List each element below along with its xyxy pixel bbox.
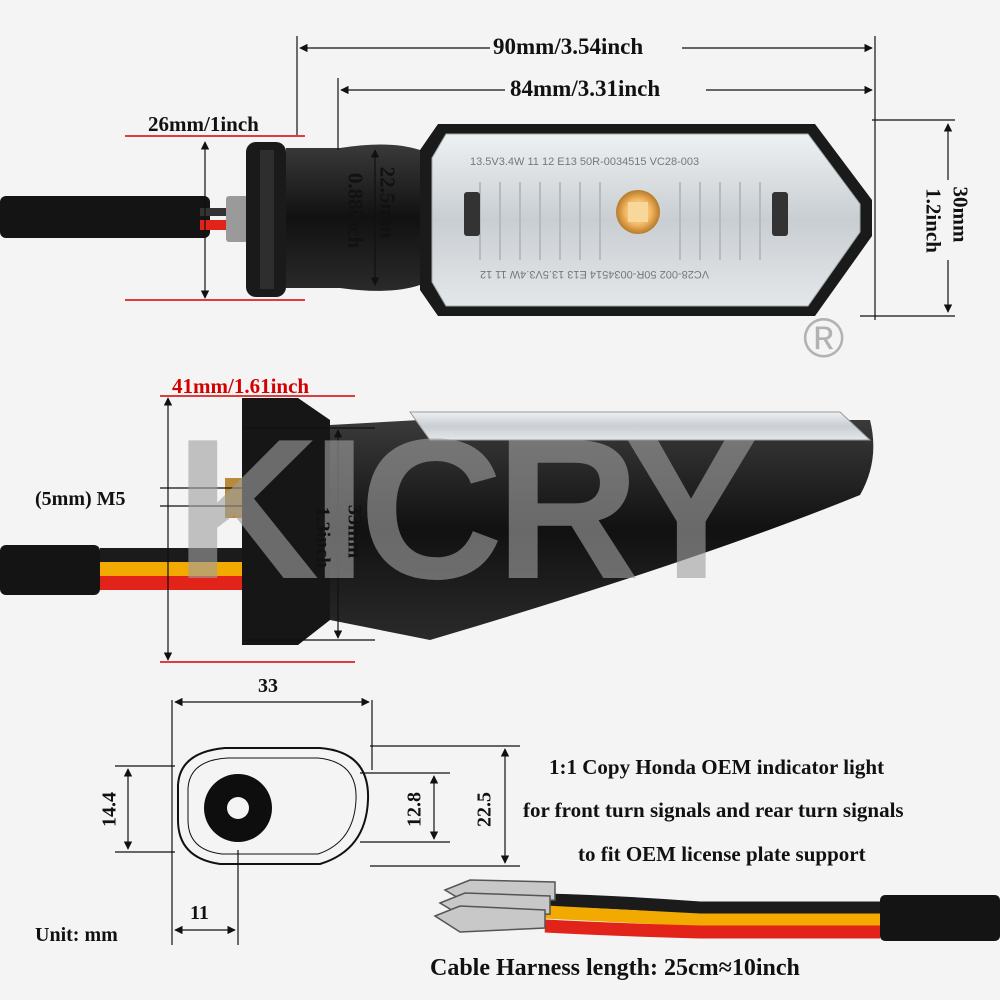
lens-length-label: 84mm/3.31inch [510, 76, 661, 101]
brand-registered-mark: ® [803, 306, 845, 369]
side-lens [409, 411, 872, 441]
top-dimensions [200, 36, 955, 320]
base-dimensions [115, 697, 520, 945]
side-cable [0, 545, 100, 595]
side-view [0, 398, 874, 645]
info-line-1: 1:1 Copy Honda OEM indicator light [549, 755, 885, 779]
top-nut [226, 196, 248, 242]
side-mount [242, 398, 330, 645]
overall-length-label: 90mm/3.54inch [493, 34, 644, 59]
side-wire-black [100, 548, 250, 562]
body-diameter-mm-label: 22.5mm [375, 166, 400, 239]
info-line-2: for front turn signals and rear turn sig… [523, 798, 904, 822]
side-wire-red [100, 576, 250, 590]
top-cable [0, 196, 210, 238]
lens-marking-bottom: VC28-002 50R-0034514 E13 13.5V3.4W 11 12 [480, 268, 710, 280]
info-line-3: to fit OEM license plate support [578, 842, 866, 866]
side-dimensions [160, 397, 375, 661]
body-diameter-in-label: 0.88inch [343, 172, 368, 249]
top-view [0, 124, 872, 316]
side-body [330, 420, 874, 640]
mount-width-label: 26mm/1inch [148, 112, 259, 136]
cable-length-label: Cable Harness length: 25cm≈10inch [430, 955, 800, 981]
base-height-label: 14.4 [98, 792, 121, 827]
base-width-label: 33 [258, 675, 278, 697]
base-outer-height-label: 22.5 [473, 792, 496, 827]
harness-cable [880, 895, 1000, 941]
lens-marking-top: 13.5V3.4W 11 12 E13 50R-0034515 VC28-003 [470, 156, 700, 168]
side-wire-yellow [100, 562, 250, 576]
hole-height-label: 12.8 [403, 792, 426, 827]
hole-offset-label: 11 [190, 902, 209, 924]
cable-harness [433, 879, 1000, 941]
top-wire-red [200, 220, 250, 230]
harness-connectors [433, 879, 556, 933]
side-height-in-label: 1.3inch [311, 506, 334, 569]
lens-height-in-label: 1.2inch [921, 188, 946, 253]
base-plate [177, 747, 370, 865]
lens-height-mm-label: 30mm [948, 186, 973, 243]
top-body [286, 144, 420, 291]
side-height-mm-label: 33mm [343, 504, 366, 559]
brand-watermark: KICRY [175, 398, 758, 621]
bolt-size-label: (5mm) M5 [35, 488, 126, 510]
unit-label: Unit: mm [35, 924, 118, 946]
base-outline [177, 747, 370, 865]
side-depth-label: 41mm/1.61inch [172, 374, 310, 398]
